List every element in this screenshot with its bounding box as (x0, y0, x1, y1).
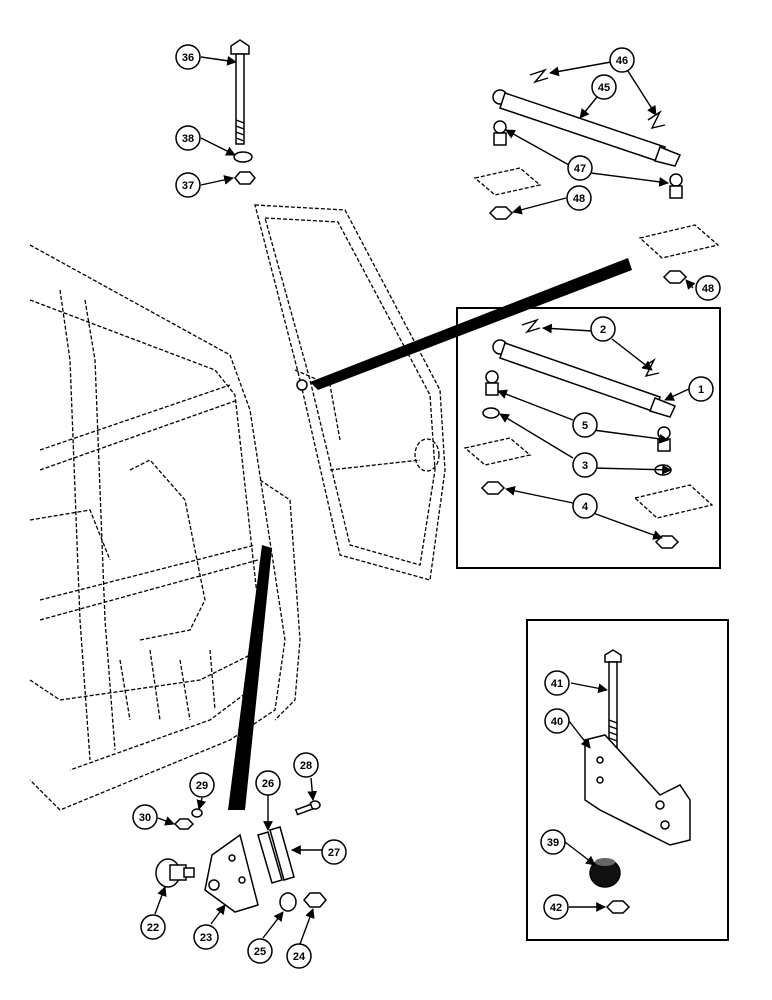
ball-stud-47-b (669, 173, 683, 199)
svg-text:45: 45 (598, 82, 610, 94)
cab-frame (29, 244, 301, 811)
pin-22 (155, 858, 195, 888)
svg-text:26: 26 (262, 778, 274, 790)
cab-bolt-36 (230, 39, 250, 145)
svg-text:42: 42 (550, 902, 562, 914)
rubber-bump-39 (589, 858, 621, 888)
svg-text:4: 4 (582, 501, 589, 513)
svg-text:41: 41 (551, 678, 563, 690)
callout-47: 47 (567, 155, 593, 181)
svg-text:30: 30 (139, 812, 151, 824)
bracket-40 (584, 734, 691, 846)
svg-text:48: 48 (573, 193, 585, 205)
callout-46: 46 (609, 47, 635, 73)
callout-5: 5 (572, 412, 598, 438)
svg-text:46: 46 (616, 55, 628, 67)
callout-48-b: 48 (695, 275, 721, 301)
clip-46-a (529, 68, 549, 84)
callout-24: 24 (286, 943, 312, 969)
frame-to-hinge-pointer (228, 545, 272, 810)
gas-strut-inset-box (456, 307, 721, 569)
svg-text:1: 1 (698, 384, 704, 396)
svg-text:24: 24 (293, 951, 306, 963)
gas-strut-1 (492, 339, 677, 418)
callout-27: 27 (321, 839, 347, 865)
washer-38 (233, 151, 253, 163)
shim-26 (257, 831, 283, 884)
clip-2-a (521, 318, 541, 334)
callout-25: 25 (247, 938, 273, 964)
callout-40: 40 (544, 708, 570, 734)
svg-text:37: 37 (182, 180, 194, 192)
ball-stud-47-a (493, 120, 507, 146)
bolt-41 (604, 649, 622, 748)
svg-text:39: 39 (547, 837, 559, 849)
nut-48-a (488, 206, 514, 220)
svg-text:2: 2 (600, 324, 606, 336)
callout-30: 30 (132, 804, 158, 830)
nut-37 (234, 171, 256, 185)
washer-3-a (482, 407, 500, 419)
nut-30 (173, 818, 195, 830)
svg-text:36: 36 (182, 52, 194, 64)
svg-text:23: 23 (200, 932, 212, 944)
callout-1: 1 (688, 376, 714, 402)
nut-48-b (662, 270, 688, 284)
bracket-inset-box (526, 619, 729, 941)
svg-text:5: 5 (582, 420, 588, 432)
svg-text:3: 3 (582, 460, 588, 472)
callout-28: 28 (293, 752, 319, 778)
leader-lines (154, 55, 696, 945)
callout-38: 38 (175, 125, 201, 151)
spacer-plate-a (473, 167, 542, 196)
nut-4-b (654, 535, 680, 549)
callout-23: 23 (193, 924, 219, 950)
clip-46-b (647, 109, 666, 130)
callout-42: 42 (543, 894, 569, 920)
gas-strut-45 (492, 89, 682, 167)
callout-45: 45 (591, 74, 617, 100)
callout-29: 29 (189, 772, 215, 798)
door-to-inset-pointer (310, 258, 632, 390)
inset-plate-a (463, 437, 532, 466)
ball-stud-5-a (485, 370, 499, 396)
callout-3: 3 (572, 452, 598, 478)
washer-25 (279, 892, 297, 912)
callout-48-a: 48 (566, 185, 592, 211)
svg-text:48: 48 (702, 283, 714, 295)
nut-42 (605, 900, 631, 914)
washer-29 (191, 808, 203, 818)
svg-text:47: 47 (574, 163, 586, 175)
svg-text:22: 22 (147, 922, 159, 934)
svg-text:28: 28 (300, 760, 312, 772)
door-frame (254, 204, 446, 581)
svg-text:27: 27 (328, 847, 340, 859)
callout-22: 22 (140, 914, 166, 940)
callout-4: 4 (572, 493, 598, 519)
nut-4-a (480, 481, 506, 495)
callout-41: 41 (544, 670, 570, 696)
callout-36: 36 (175, 44, 201, 70)
svg-text:40: 40 (551, 716, 563, 728)
callout-37: 37 (175, 172, 201, 198)
callout-2: 2 (590, 316, 616, 342)
hinge-plate-23 (204, 833, 259, 913)
shim-27 (269, 826, 295, 881)
svg-text:38: 38 (182, 133, 194, 145)
spacer-plate-b (638, 224, 720, 259)
svg-text:29: 29 (196, 780, 208, 792)
callout-26: 26 (255, 770, 281, 796)
callout-39: 39 (540, 829, 566, 855)
inset-plate-b (633, 484, 714, 519)
screw-28 (294, 800, 321, 816)
svg-text:25: 25 (254, 946, 266, 958)
nut-24 (303, 892, 327, 908)
